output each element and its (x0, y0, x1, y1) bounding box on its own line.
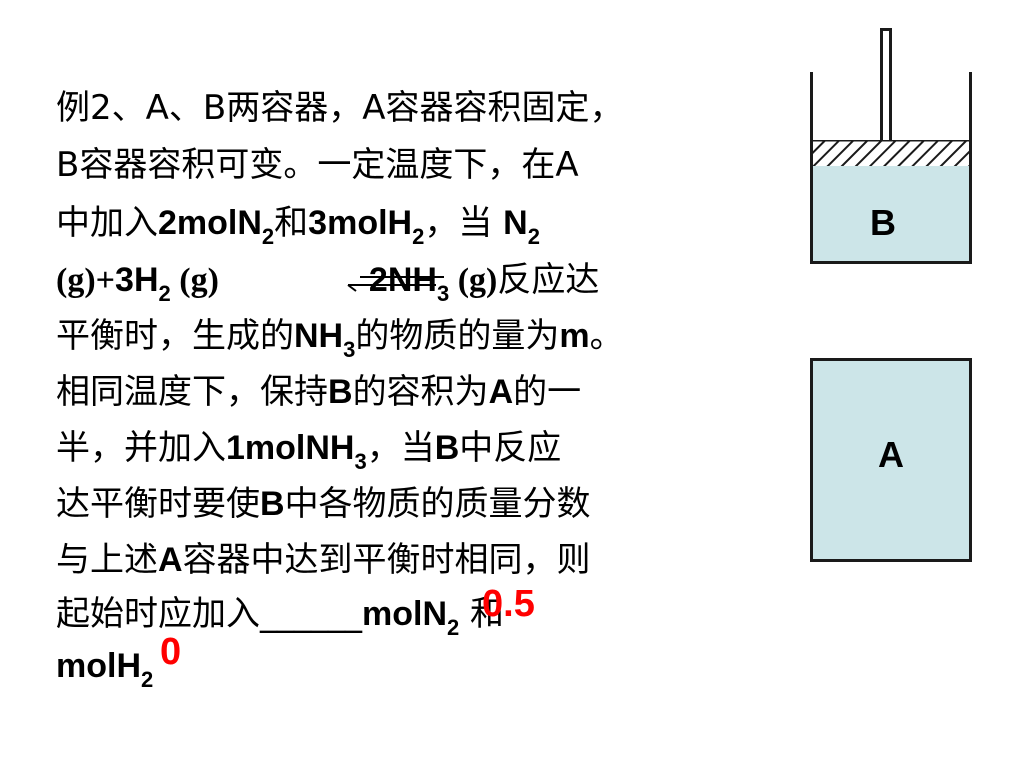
problem-text: 中加入 (56, 203, 158, 243)
subscript: 2 (141, 667, 154, 692)
subscript: 2 (261, 224, 275, 249)
problem-text: (g) (449, 262, 498, 299)
answer-h2: 0 (160, 631, 182, 673)
problem-text: 的物质的量为 (355, 316, 560, 356)
subscript: 3 (354, 449, 367, 474)
problem-text: 2molN (158, 204, 262, 242)
problem-text: B (328, 373, 353, 411)
problem-text: ，当 (366, 428, 435, 468)
problem-line-11: molH2 (56, 646, 153, 700)
container-b-gas (810, 166, 972, 264)
problem-text: A (488, 373, 514, 411)
problem-text: 相同温度下，保持 (56, 372, 328, 412)
problem-text: 和 (459, 594, 505, 634)
problem-text: 的容积为 (352, 372, 489, 412)
problem-text: B (434, 429, 460, 467)
equilibrium-arrow-icon (347, 276, 444, 292)
container-b-label: B (870, 202, 896, 243)
problem-line-5: 平衡时，生成的NH3的物质的量为m。 (56, 316, 624, 370)
problem-text: 半，并加入 (56, 428, 226, 468)
problem-text: B (260, 485, 285, 523)
subscript: 3 (436, 281, 450, 306)
answer-n2: 0.5 (482, 583, 535, 625)
problem-text: 与上述 (56, 540, 158, 580)
piston-icon (810, 140, 972, 168)
problem-text: 中各物质的质量分数 (284, 484, 591, 524)
problem-text: 达平衡时要使 (56, 484, 260, 524)
problem-text: 反应达 (497, 260, 600, 300)
problem-text: molN (362, 595, 447, 633)
problem-line-4: (g)+3H2 (g)2NH3 (g)反应达 (56, 260, 599, 314)
problem-text: 例2、A、B两容器，A容器容积固定， (56, 88, 624, 128)
subscript: 2 (412, 224, 425, 249)
problem-text: (g) (170, 262, 219, 299)
problem-line-9: 与上述A容器中达到平衡时相同，则 (56, 540, 591, 580)
problem-line-1: 例2、A、B两容器，A容器容积固定， (56, 88, 623, 128)
problem-text: NH (294, 317, 344, 355)
problem-text: 的一 (513, 372, 582, 412)
problem-text: 。 (589, 316, 624, 356)
problem-text: 1molNH (226, 429, 355, 467)
problem-line-2: B容器容积可变。一定温度下，在A (56, 145, 579, 185)
container-a-label: A (878, 434, 904, 475)
problem-line-8: 达平衡时要使B中各物质的质量分数 (56, 484, 591, 524)
subscript: 2 (158, 281, 171, 306)
problem-text: 3molH (308, 204, 413, 242)
problem-text: molH (56, 647, 141, 685)
subscript: 2 (527, 224, 540, 249)
problem-text: ，当 (424, 203, 504, 243)
subscript: 2 (447, 615, 460, 640)
problem-text: 容器中达到平衡时相同，则 (182, 540, 591, 580)
problem-text: 中反应 (459, 428, 562, 468)
subscript: 3 (343, 337, 356, 362)
problem-line-7: 半，并加入1molNH3，当B中反应 (56, 428, 561, 482)
container-a (810, 358, 972, 562)
problem-line-10: 起始时应加入______molN2 和 (56, 594, 504, 648)
problem-line-3: 中加入2molN2和3molH2，当 N2 (56, 203, 540, 257)
problem-text: m (559, 317, 590, 355)
problem-text: 3H (115, 261, 159, 299)
problem-text: B容器容积可变。一定温度下，在A (56, 145, 579, 185)
problem-text: A (158, 541, 183, 579)
problem-line-6: 相同温度下，保持B的容积为A的一 (56, 372, 581, 412)
problem-text: 和 (274, 203, 309, 243)
problem-text: 平衡时，生成的 (56, 316, 294, 356)
problem-text: N (503, 204, 528, 242)
problem-text: 起始时应加入______ (56, 594, 362, 634)
problem-text: (g)+ (56, 262, 116, 299)
problem-text: 2NH (368, 261, 437, 299)
piston-rod (880, 28, 892, 140)
